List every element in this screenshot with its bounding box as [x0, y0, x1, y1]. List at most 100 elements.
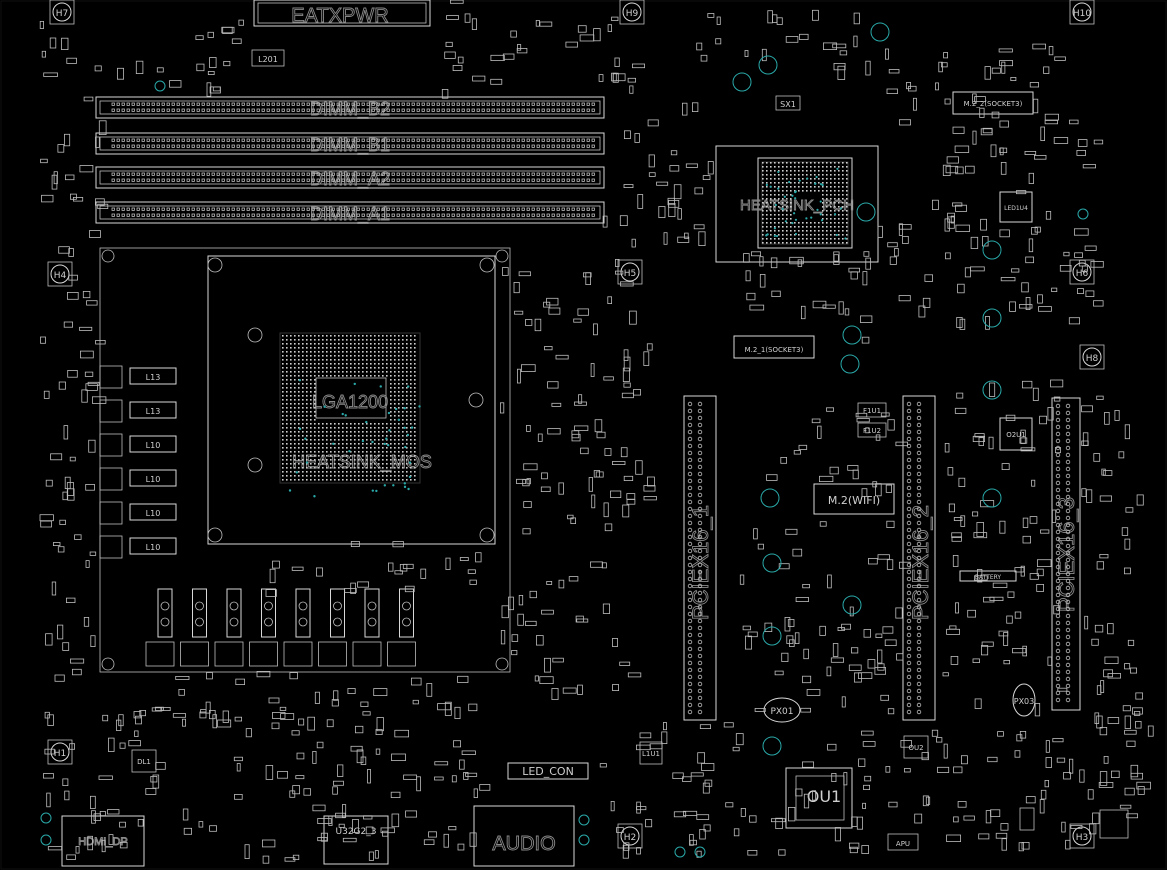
mount-hole: H7: [49, 0, 75, 25]
inductor: L10: [99, 501, 177, 525]
m2-wifi-socket[interactable]: M.2(WIFI): [813, 483, 895, 515]
vrm-choke: [249, 588, 278, 667]
mount-hole-label: H1: [54, 749, 67, 759]
ou1-label: OU1: [807, 787, 841, 806]
mount-hole-label: H8: [1086, 354, 1099, 364]
px01-label: PX01: [770, 707, 793, 717]
led1u4-component: LED1U4: [999, 191, 1033, 223]
vrm-choke: [283, 588, 313, 667]
via-hole: [154, 80, 166, 92]
audio-jack[interactable]: AUDIO: [473, 805, 575, 867]
f1u2-label: F1U2: [863, 427, 881, 435]
pch-chip[interactable]: HEATSINK_PCH: [715, 145, 879, 263]
cpu-socket-lga1200[interactable]: LGA1200 HEATSINK_MOS: [207, 255, 496, 545]
hdmi-dp-port[interactable]: HDMI_DP: [61, 815, 145, 867]
px03-label: PX03: [1014, 697, 1034, 706]
vrm-choke: [352, 588, 382, 667]
sx1-label: SX1: [780, 100, 796, 109]
lu1-component: L1U1: [639, 741, 663, 765]
px01-component[interactable]: PX01: [763, 697, 801, 723]
eatxpwr-connector[interactable]: EATXPWR: [253, 0, 431, 27]
ou2-label: OU2: [908, 744, 923, 752]
ou1-chip[interactable]: OU1: [785, 767, 853, 829]
heatsink-mos-area: [99, 247, 511, 673]
inductor: L13: [99, 365, 177, 389]
mount-hole: H2: [617, 823, 643, 849]
dimm-slot-b2[interactable]: DIMM_B2: [95, 96, 605, 120]
led1u4-label: LED1U4: [1004, 205, 1028, 212]
usb32g2-label: U32G2_3: [336, 827, 377, 837]
via-hole: [762, 553, 782, 573]
via-hole: [40, 834, 52, 846]
via-hole: [578, 814, 590, 826]
inductor-label: L10: [146, 509, 161, 518]
f1u1-component: F1U1: [857, 402, 887, 418]
battery: BATTERY: [959, 570, 1017, 582]
via-hole: [982, 308, 1002, 328]
vrm-choke: [318, 588, 347, 667]
via-hole: [762, 626, 782, 646]
f1u1-label: F1U1: [863, 407, 881, 415]
mount-hole: H1: [47, 739, 73, 765]
via-hole: [694, 846, 706, 858]
m2-1-label: M.2_1(SOCKET3): [745, 346, 804, 354]
l201-component: L201: [251, 49, 285, 67]
via-hole: [840, 354, 860, 374]
apu-label: APU: [896, 840, 910, 848]
smd-components: [39, 0, 1154, 864]
inductor: L10: [99, 535, 177, 559]
au3-component: [1099, 809, 1129, 839]
mount-hole-label: H3: [1076, 833, 1089, 843]
mount-hole-label: H7: [56, 9, 69, 19]
hdmi-dp-label: HDMI_DP: [78, 836, 128, 848]
inductor-label: L13: [146, 407, 161, 416]
inductor: L10: [99, 433, 177, 457]
px03-component[interactable]: PX03: [1012, 683, 1036, 717]
battery-label: BATTERY: [975, 574, 1002, 581]
led-con-header[interactable]: LED_CON: [507, 762, 589, 780]
dimm-slot-b1[interactable]: DIMM_B1: [95, 132, 605, 156]
dimm-slot-a1[interactable]: DIMM_A1: [95, 201, 605, 225]
mount-hole-label: H2: [624, 833, 637, 843]
dl1-component: DL1: [131, 749, 157, 773]
inductor-label: L10: [146, 441, 161, 450]
mount-hole: H8: [1079, 344, 1105, 370]
led-con-label: LED_CON: [522, 765, 574, 778]
f1u2-component: F1U2: [857, 422, 887, 438]
eatxpwr-label: EATXPWR: [291, 5, 388, 27]
vrm-choke: [180, 588, 209, 667]
via-hole: [578, 834, 590, 846]
mount-hole: H10: [1069, 0, 1095, 25]
mount-hole: H5: [617, 259, 643, 285]
mount-hole-label: H6: [1076, 269, 1089, 279]
mount-hole-label: H10: [1073, 9, 1091, 19]
vrm-choke: [214, 588, 244, 667]
via-hole: [982, 488, 1002, 508]
inductor: L10: [99, 467, 177, 491]
sx1-component: SX1: [775, 95, 801, 111]
m2-2-label: M.2_2(SOCKET3): [964, 100, 1023, 108]
via-hole: [856, 202, 876, 222]
l201-label: L201: [258, 55, 278, 64]
mount-hole: H6: [1069, 259, 1095, 285]
m2-1-socket[interactable]: M.2_1(SOCKET3): [733, 335, 815, 359]
apu-component: APU: [887, 833, 919, 851]
inductor: L13: [99, 399, 177, 423]
via-hole: [982, 380, 1002, 400]
heatsink-pch-label: HEATSINK_PCH: [740, 197, 854, 214]
mount-hole-label: H9: [626, 9, 639, 19]
au2-component: [1019, 807, 1035, 831]
mount-hole: H4: [47, 261, 73, 287]
via-hole: [762, 736, 782, 756]
dimm-slot-a2[interactable]: DIMM_A2: [95, 166, 605, 190]
usb32g2-port[interactable]: U32G2_3: [323, 815, 389, 865]
m2-2-socket[interactable]: M.2_2(SOCKET3): [952, 91, 1034, 115]
bga-pads: [111, 102, 1071, 715]
dl1-label: DL1: [137, 758, 151, 766]
inductor-label: L10: [146, 475, 161, 484]
via-hole: [732, 72, 752, 92]
lga-label: LGA1200: [312, 392, 388, 412]
